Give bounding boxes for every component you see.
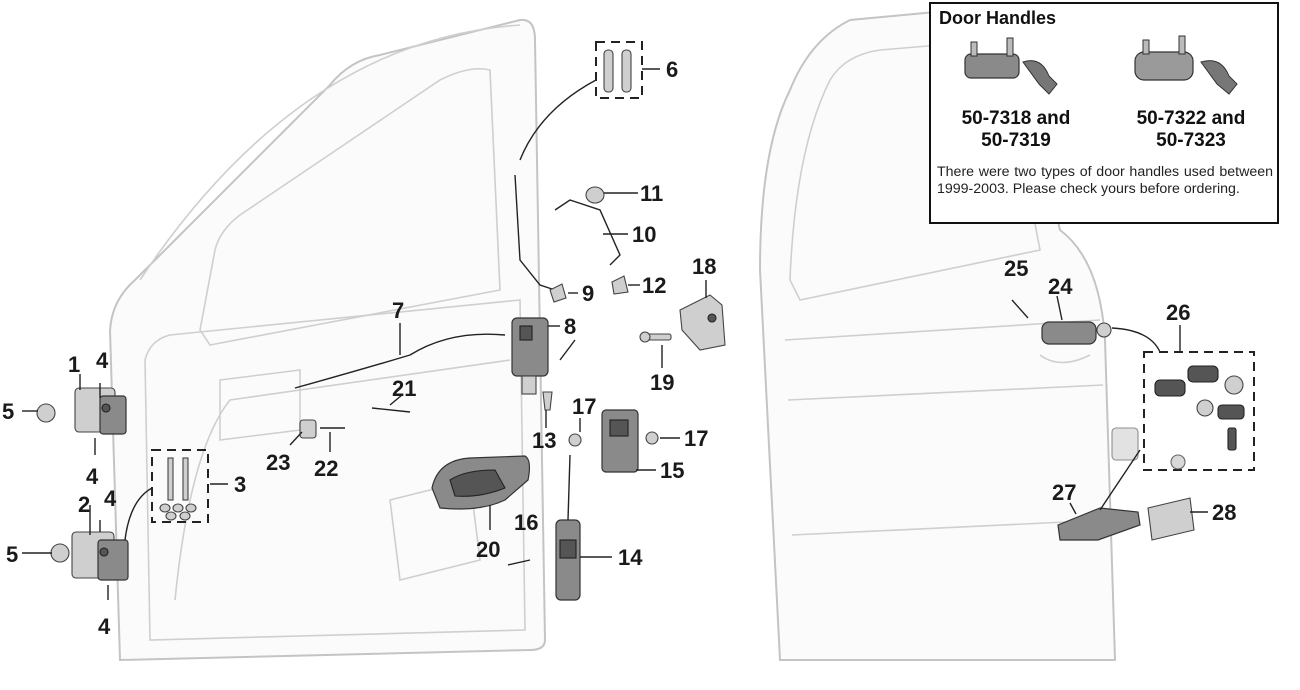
handle-a-line2: 50-7319 [981, 130, 1051, 151]
handle-a-line1: 50-7318 and [961, 108, 1071, 129]
handle-b-label: 50-7322 and 50-7323 [1116, 108, 1266, 152]
rod-clip-12 [611, 275, 629, 295]
lock-retainer-27 [1057, 507, 1141, 541]
callout-5b: 5 [6, 542, 18, 567]
callout-4a: 4 [96, 348, 109, 373]
lock-rod [514, 174, 556, 291]
hinge-washer-upper [36, 403, 56, 423]
door-latch [511, 317, 549, 395]
handle-b-line1: 50-7322 and [1136, 108, 1246, 129]
callout-1: 1 [68, 352, 80, 377]
callout-13: 13 [532, 428, 556, 453]
callout-14: 14 [618, 545, 643, 570]
clip-13 [542, 391, 553, 411]
grommet-17a [568, 433, 582, 447]
power-lock-motor [601, 409, 639, 473]
outside-door-handle [1041, 321, 1097, 345]
control-rod-10 [554, 199, 621, 266]
callout-22: 22 [314, 456, 338, 481]
door-handles-title: Door Handles [939, 8, 1057, 28]
push-pin-21 [371, 407, 411, 413]
upper-hinge [74, 387, 127, 435]
inside-door-handle [431, 455, 531, 510]
callout-8: 8 [564, 314, 576, 339]
hinge-pin-leader [124, 487, 153, 541]
callout-18: 18 [692, 254, 716, 279]
left-door-inner-panel [108, 18, 547, 662]
callout-27: 27 [1052, 480, 1076, 505]
clip-kit [603, 49, 632, 93]
lock-clip-28 [1147, 497, 1195, 541]
hinge-bolts [94, 383, 109, 600]
callout-4c: 4 [104, 486, 117, 511]
callout-19: 19 [650, 370, 674, 395]
callout-26: 26 [1166, 300, 1190, 325]
lock-cylinder-ghost [1111, 427, 1186, 470]
callout-10: 10 [632, 222, 656, 247]
handle-leader [1111, 327, 1161, 353]
lock-cylinder-kit [1154, 365, 1245, 451]
callout-4d: 4 [98, 614, 111, 639]
callout-12: 12 [642, 273, 666, 298]
callout-20: 20 [476, 537, 500, 562]
callout-23: 23 [266, 450, 290, 475]
latch-rod [559, 339, 576, 361]
pin-16 [507, 559, 531, 566]
actuator-rod [567, 454, 571, 521]
callout-24: 24 [1048, 274, 1073, 299]
door-handles-note: There were two types of door handles use… [937, 164, 1273, 197]
callout-5a: 5 [2, 399, 14, 424]
callout-4b: 4 [86, 464, 99, 489]
callout-17b: 17 [684, 426, 708, 451]
callout-28: 28 [1212, 500, 1236, 525]
release-cable [294, 333, 506, 389]
callout-7: 7 [392, 298, 404, 323]
callout-16: 16 [514, 510, 538, 535]
door-lock-actuator [555, 519, 581, 601]
striker-bolt [639, 331, 672, 343]
callout-17a: 17 [572, 394, 596, 419]
handle-a-label: 50-7318 and 50-7319 [941, 108, 1091, 152]
callout-21: 21 [392, 376, 416, 401]
callout-3: 3 [234, 472, 246, 497]
callout-25: 25 [1004, 256, 1028, 281]
grommet-17b [645, 431, 659, 445]
door-handles-infobox: Door Handles 50-7318 and 50-7319 50-7322… [929, 2, 1279, 224]
callout-labels: 1 2 3 4 4 4 4 5 5 6 7 8 9 10 11 12 13 14… [2, 57, 1236, 639]
clip-kit-leader [519, 79, 597, 161]
callout-leaders [22, 68, 1208, 558]
hinge-pin-kit-box [151, 449, 209, 523]
callout-9: 9 [582, 281, 594, 306]
lower-hinge [71, 531, 129, 581]
hinge-pin-kit [159, 457, 197, 521]
clip-23 [299, 419, 317, 439]
door-handle-b-icon [1134, 35, 1238, 95]
door-striker [679, 294, 726, 351]
callout-2: 2 [78, 492, 90, 517]
callout-15: 15 [660, 458, 684, 483]
rod-clip-11 [585, 186, 605, 204]
hinge-washer-lower [50, 543, 70, 563]
rod-clip-9 [549, 283, 567, 303]
door-handle-a-icon [964, 37, 1058, 95]
callout-11: 11 [640, 181, 663, 206]
clip-kit-box [595, 41, 643, 99]
handle-clip [1096, 322, 1112, 338]
callout-6: 6 [666, 57, 678, 82]
lock-cylinder-kit-box [1143, 351, 1255, 471]
handle-b-line2: 50-7323 [1156, 130, 1226, 151]
retainer-leader [1099, 449, 1141, 511]
rod-25 [1011, 299, 1029, 319]
